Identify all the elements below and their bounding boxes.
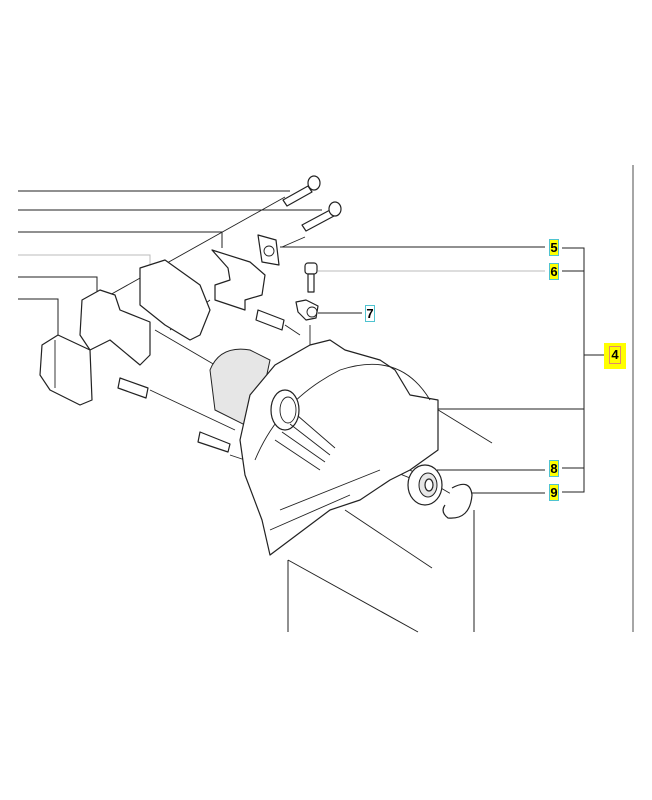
bolt-long-2 (301, 201, 342, 232)
pin-2 (117, 377, 149, 399)
bearing-8 (407, 464, 443, 506)
clamp-upper (211, 249, 266, 311)
clamp-lower (79, 289, 151, 366)
callout-4[interactable]: 4 (609, 346, 621, 364)
damper-sleeve (39, 334, 93, 406)
callout-6[interactable]: 6 (549, 263, 559, 280)
pin-1 (255, 309, 285, 331)
plate-5 (257, 234, 280, 266)
callout-5[interactable]: 5 (549, 239, 559, 256)
clip-7 (295, 299, 319, 321)
crankcase (209, 339, 439, 556)
screw-6 (304, 262, 318, 293)
clamp-middle (139, 259, 211, 341)
bolt-long-1 (282, 175, 321, 207)
pin-3 (197, 431, 231, 453)
callout-9[interactable]: 9 (549, 484, 559, 501)
callout-8[interactable]: 8 (549, 460, 559, 477)
circlip-9 (442, 483, 473, 519)
right-leader-lines (280, 165, 634, 632)
callout-7[interactable]: 7 (365, 305, 375, 322)
